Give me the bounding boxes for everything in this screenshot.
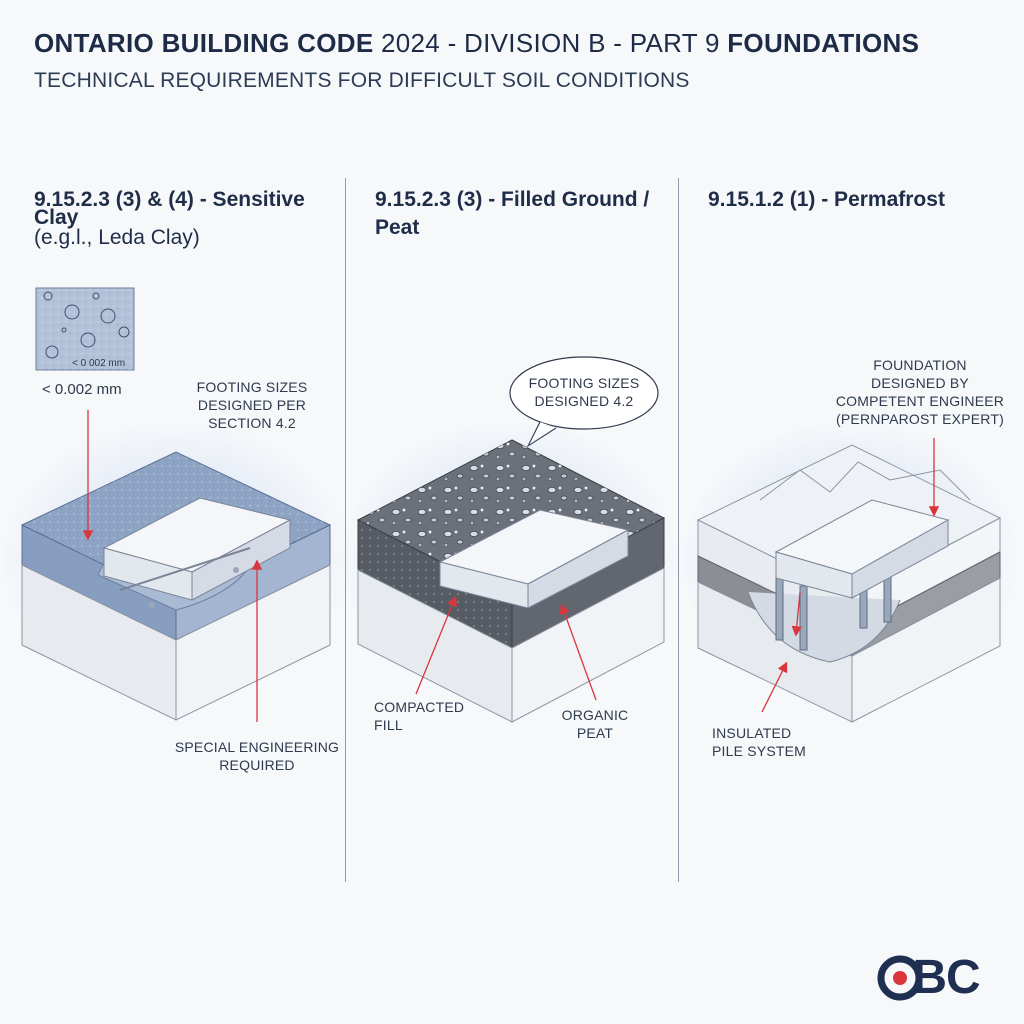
label-line: INSULATED (712, 725, 792, 741)
permafrost-title-line1: 9.15.1.2 (1) - Permafrost (708, 188, 945, 211)
permafrost-block (696, 444, 1002, 723)
sensitive-clay-title-line1: 9.15.2.3 (3) & (4) - Sensitive (34, 188, 305, 211)
callout-line: (PERNPAROST EXPERT) (836, 411, 1004, 427)
title-bold-part: ONTARIO BUILDING CODE (34, 28, 374, 58)
particle-size-label: < 0.002 mm (42, 381, 122, 398)
callout-line: FOOTING SIZES (196, 379, 308, 395)
title-light-part: 2024 - DIVISION B - PART 9 (373, 28, 728, 58)
label-line: COMPACTED (374, 699, 465, 715)
callout-line: SECTION 4.2 (208, 415, 296, 431)
permafrost-engineer-callout: FOUNDATION DESIGNED BY COMPETENT ENGINEE… (830, 356, 1010, 428)
callout-line: COMPETENT ENGINEER (835, 393, 1005, 409)
sensitive-clay-title-line2: Clay (34, 206, 79, 229)
obc-logo: OBC (876, 950, 980, 1005)
label-line: PEAT (576, 725, 614, 741)
bubble-text: FOOTING SIZES DESIGNED 4.2 (514, 374, 654, 410)
bubble-line: FOOTING SIZES (528, 375, 640, 391)
callout-line: DESIGNED BY (871, 375, 969, 391)
compacted-fill-label: COMPACTED FILL (374, 698, 484, 734)
special-engineering-callout: SPECIAL ENGINEERING REQUIRED (172, 738, 342, 774)
callout-line: SPECIAL ENGINEERING (174, 739, 340, 755)
filled-ground-title-line1: 9.15.2.3 (3) - Filled Ground / (375, 188, 650, 211)
footing-sizes-callout: FOOTING SIZES DESIGNED PER SECTION 4.2 (182, 378, 322, 432)
bubble-line: DESIGNED 4.2 (534, 393, 634, 409)
insulated-pile-label: INSULATED PILE SYSTEM (712, 724, 832, 760)
label-line: ORGANIC (561, 707, 629, 723)
callout-line: DESIGNED PER (197, 397, 307, 413)
obc-logo-text: BC (912, 951, 980, 1004)
filled-ground-title-line2: Peat (375, 216, 420, 239)
organic-peat-label: ORGANIC PEAT (550, 706, 640, 742)
inset-scale-label: < 0 002 mm (72, 358, 125, 369)
callout-line: FOUNDATION (873, 357, 967, 373)
sensitive-clay-title: 9.15.2.3 (3) & (4) - Sensitive Clay (e.g… (34, 188, 305, 250)
label-line: PILE SYSTEM (712, 743, 807, 759)
page-title: ONTARIO BUILDING CODE 2024 - DIVISION B … (34, 28, 919, 59)
header: ONTARIO BUILDING CODE 2024 - DIVISION B … (34, 28, 919, 93)
label-line: FILL (374, 717, 403, 733)
page-subtitle: TECHNICAL REQUIREMENTS FOR DIFFICULT SOI… (34, 69, 690, 92)
sensitive-clay-block (20, 451, 332, 721)
sensitive-clay-inset (35, 287, 135, 371)
filled-ground-title: 9.15.2.3 (3) - Filled Ground / Peat (375, 188, 649, 240)
obc-logo-mark (877, 955, 923, 1001)
title-foundations: FOUNDATIONS (727, 28, 920, 58)
callout-line: REQUIRED (219, 757, 295, 773)
sensitive-clay-subtitle: (e.g.l., Leda Clay) (34, 226, 200, 249)
permafrost-title: 9.15.1.2 (1) - Permafrost (708, 188, 945, 212)
column-divider-2 (678, 178, 679, 882)
